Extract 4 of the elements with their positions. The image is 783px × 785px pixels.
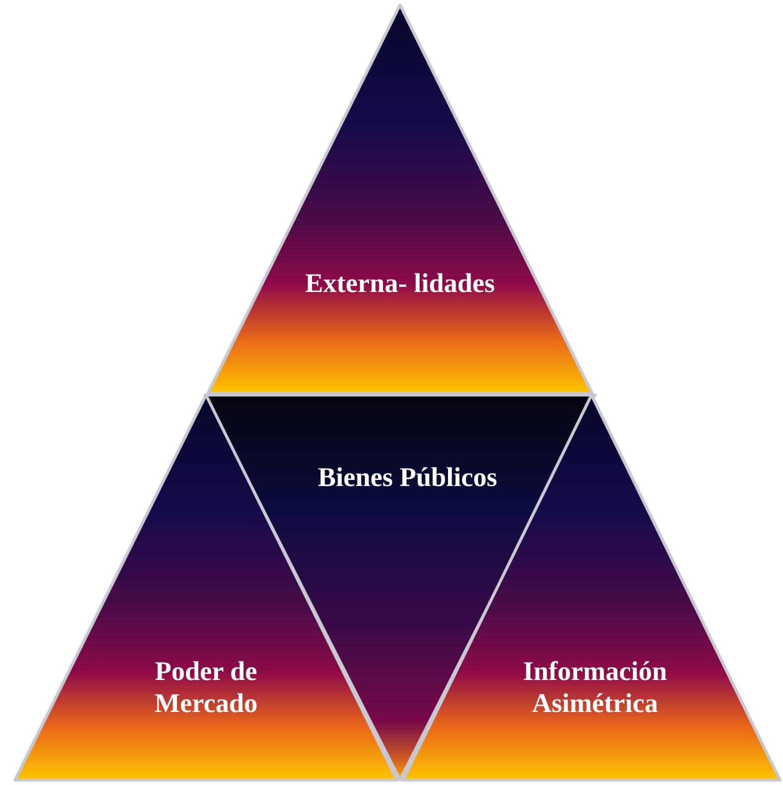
triangle-label: Información Asimétrica	[522, 655, 668, 719]
triangle-label: Externa- lidades	[304, 267, 496, 299]
triangle-label: Poder de Mercado	[154, 655, 258, 719]
triangle-label: Bienes Públicos	[316, 461, 498, 493]
